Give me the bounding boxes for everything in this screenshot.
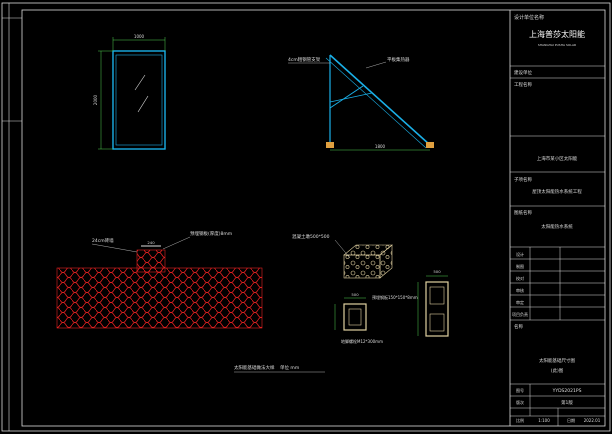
support-label-left: 4cm粗钢管支架 xyxy=(288,56,321,63)
foundation-section: 24cm砖墙 240 预埋钢板(厚度)8mm 太阳能基础做法大样 单位 mm xyxy=(56,230,325,373)
rebar-note: 预埋钢板(厚度)8mm xyxy=(190,230,232,237)
block-note-2: 地脚螺栓M12*300mm xyxy=(341,338,383,344)
scale-value: 1:100 xyxy=(538,418,550,423)
role-5: 项目负责 xyxy=(512,311,528,317)
date-label: 日期 xyxy=(567,417,575,423)
company-header: 设计单位名称 xyxy=(514,14,544,21)
solar-panel-front-view: 1000 2000 xyxy=(93,34,166,150)
foundation-caption: 太阳能基础做法大样 xyxy=(234,364,275,371)
name-label: 名称 xyxy=(514,323,523,330)
concrete-block-details: 混凝土墩500*500 500 预埋钢板150*150*8mm 地脚螺栓M12*… xyxy=(292,233,449,344)
company-name: 上海普莎太阳能 xyxy=(529,29,585,39)
drawing-title: 太阳能热水系统 xyxy=(541,223,573,230)
role-0: 设计 xyxy=(516,251,524,257)
collector-label-right: 平板集热器 xyxy=(387,56,410,63)
inner-frame xyxy=(21,9,606,427)
title-block: 设计单位名称 上海普莎太阳能 SHANGHAI PUSHA SOLAR 建设单位… xyxy=(509,10,605,426)
collector-side-view: 1800 4cm粗钢管支架 平板集热器 xyxy=(288,54,434,151)
version-label: 版次 xyxy=(516,399,524,405)
wall-dim: 240 xyxy=(147,240,155,245)
front-dim: 1800 xyxy=(375,144,386,149)
name-subvalue: (此)图 xyxy=(551,367,564,374)
role-2: 校对 xyxy=(516,275,524,281)
number-label: 图号 xyxy=(516,387,524,393)
date-value: 2022.01 xyxy=(584,418,601,423)
project-label: 工程名称 xyxy=(514,81,532,88)
name-value: 太阳能基础尺寸图 xyxy=(539,357,575,364)
role-1: 制图 xyxy=(516,263,524,269)
drawing-label: 图纸名称 xyxy=(514,209,532,216)
version-value: 第1版 xyxy=(561,399,573,406)
scale-label: 比例 xyxy=(516,417,524,423)
panel-top-dim: 1000 xyxy=(134,34,145,39)
subproject-name: 屋顶太阳能热水系统工程 xyxy=(532,188,582,195)
company-subtitle: SHANGHAI PUSHA SOLAR xyxy=(538,43,576,47)
block-note-1: 预埋钢板150*150*8mm xyxy=(372,294,418,300)
block-dim-2: 500 xyxy=(433,269,441,274)
block-label: 混凝土墩500*500 xyxy=(292,233,330,240)
number-value: YYDS2021PS xyxy=(552,388,582,394)
wall-label: 24cm砖墙 xyxy=(92,237,114,244)
panel-side-dim: 2000 xyxy=(93,94,98,105)
owner-label: 建设单位 xyxy=(514,69,532,76)
foundation-caption-scale: 单位 mm xyxy=(280,364,299,371)
project-name: 上海市某小区太阳能 xyxy=(537,155,578,162)
role-4: 审定 xyxy=(516,299,524,305)
block-dim-1: 500 xyxy=(351,292,359,297)
subproject-label: 子项名称 xyxy=(514,176,532,183)
role-3: 审核 xyxy=(516,287,524,293)
